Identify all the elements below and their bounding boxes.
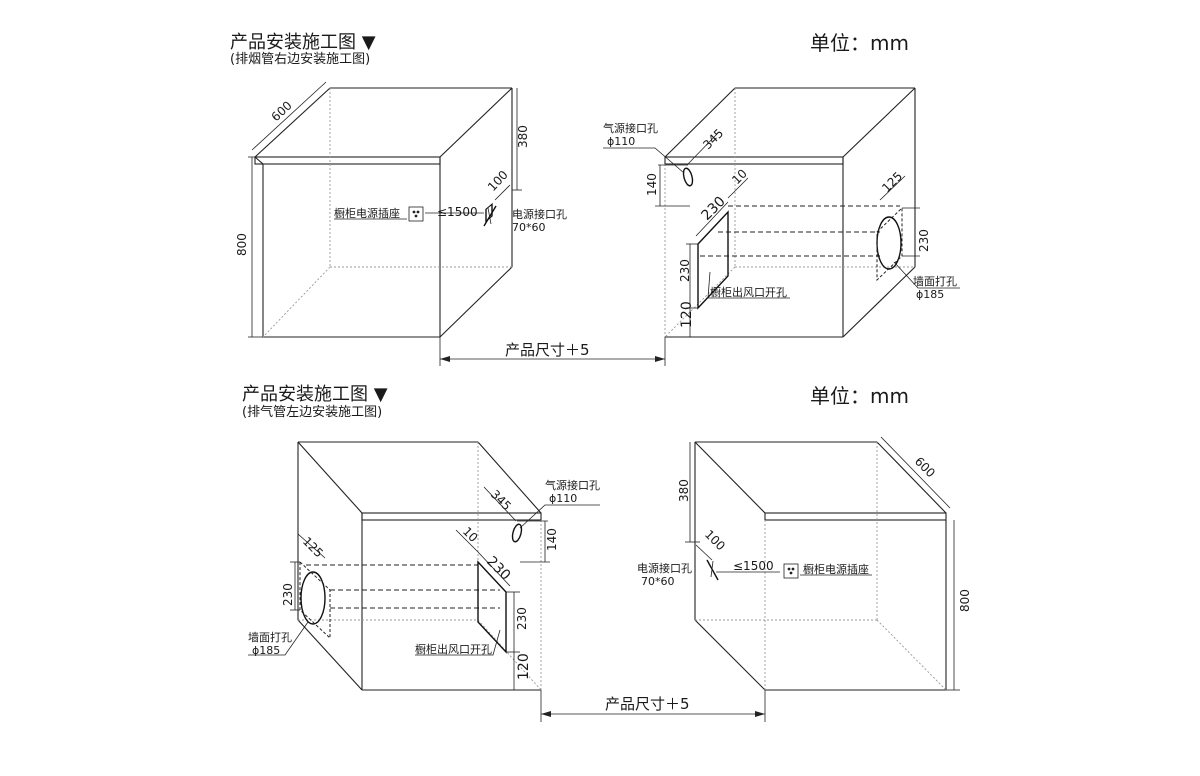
bottom-right-dimensions: 600 800 380 100 ≤1500 橱柜电源插座 电源接口孔 70*60 [637,436,972,691]
top-dim-140: 140 [645,173,659,196]
top-dim-10: 10 [729,166,750,187]
bottom-power-hole-size: 70*60 [641,575,675,588]
top-gas-size: ϕ110 [607,135,635,148]
top-size-dimension: 产品尺寸＋5 [439,337,666,366]
bottom-socket-label: 橱柜电源插座 [803,562,869,576]
top-left-cabinet [254,87,513,338]
top-dim-125: 125 [879,169,905,195]
top-dim-120: 120 [679,301,695,328]
bottom-title: 产品安装施工图 ▼ [242,384,388,405]
bottom-socket-icon [783,563,799,579]
top-size-label: 产品尺寸＋5 [505,341,590,359]
top-outlet-label: 橱柜出风口开孔 [710,285,787,299]
top-dim-230-left: 230 [678,259,692,282]
bottom-unit-label: 单位：mm [810,384,909,408]
bottom-subtitle: (排气管左边安装施工图) [242,404,382,420]
bottom-gas-size: ϕ110 [549,492,577,505]
bottom-size-label: 产品尺寸＋5 [605,695,690,713]
bottom-wall-hole-label: 墙面打孔 [248,630,292,644]
bottom-gas-label: 气源接口孔 [545,478,600,492]
bottom-dim-230-top: 230 [483,554,513,584]
top-dim-100: 100 [485,168,511,194]
bottom-right-cabinet [694,441,947,691]
bottom-wall-hole-size: ϕ185 [252,644,280,657]
top-dim-600: 600 [268,98,294,124]
top-wall-hole-label: 墙面打孔 [913,274,957,288]
bottom-dist-1500: ≤1500 [733,559,774,573]
bottom-dim-380: 380 [677,479,691,502]
top-unit-label: 单位：mm [810,31,909,55]
top-dim-230-right: 230 [917,229,931,252]
bottom-dim-125: 125 [300,534,326,560]
bottom-dim-230-left: 230 [281,583,295,606]
bottom-dim-140: 140 [545,528,559,551]
top-subtitle: (排烟管右边安装施工图) [230,52,370,67]
top-dist-1500: ≤1500 [437,205,478,219]
bottom-dim-230-right: 230 [515,607,529,630]
top-power-hole-size: 70*60 [512,221,546,234]
bottom-power-hole-label: 电源接口孔 [637,561,692,575]
top-power-hole-label: 电源接口孔 [512,207,567,221]
top-dim-230-top: 230 [699,194,729,224]
bottom-dim-10: 10 [460,524,481,545]
bottom-dim-100: 100 [702,527,728,553]
bottom-outlet-label: 橱柜出风口开孔 [415,642,492,656]
top-socket-label: 橱柜电源插座 [334,206,400,220]
top-left-dimensions: 600 800 380 100 ≤1500 橱柜电源插座 电源接口孔 70*60 [235,81,567,338]
top-dim-380: 380 [516,125,530,148]
top-gas-label: 气源接口孔 [603,121,658,135]
top-dim-800: 800 [235,233,249,256]
top-dim-345: 345 [700,126,726,152]
top-right-cabinet [664,87,916,338]
top-socket-icon [408,206,424,222]
bottom-dim-120: 120 [516,653,532,680]
bottom-size-dimension: 产品尺寸＋5 [540,690,766,722]
top-wall-hole-size: ϕ185 [916,288,944,301]
bottom-left-dimensions: 345 140 气源接口孔 ϕ110 230 10 230 120 125 23… [248,478,600,690]
top-right-dimensions: 345 140 气源接口孔 ϕ110 230 10 230 120 125 23… [603,121,960,337]
top-title: 产品安装施工图 ▼ [230,32,376,53]
bottom-dim-600: 600 [912,454,938,480]
bottom-dim-800: 800 [958,589,972,612]
bottom-dim-345: 345 [488,487,514,513]
